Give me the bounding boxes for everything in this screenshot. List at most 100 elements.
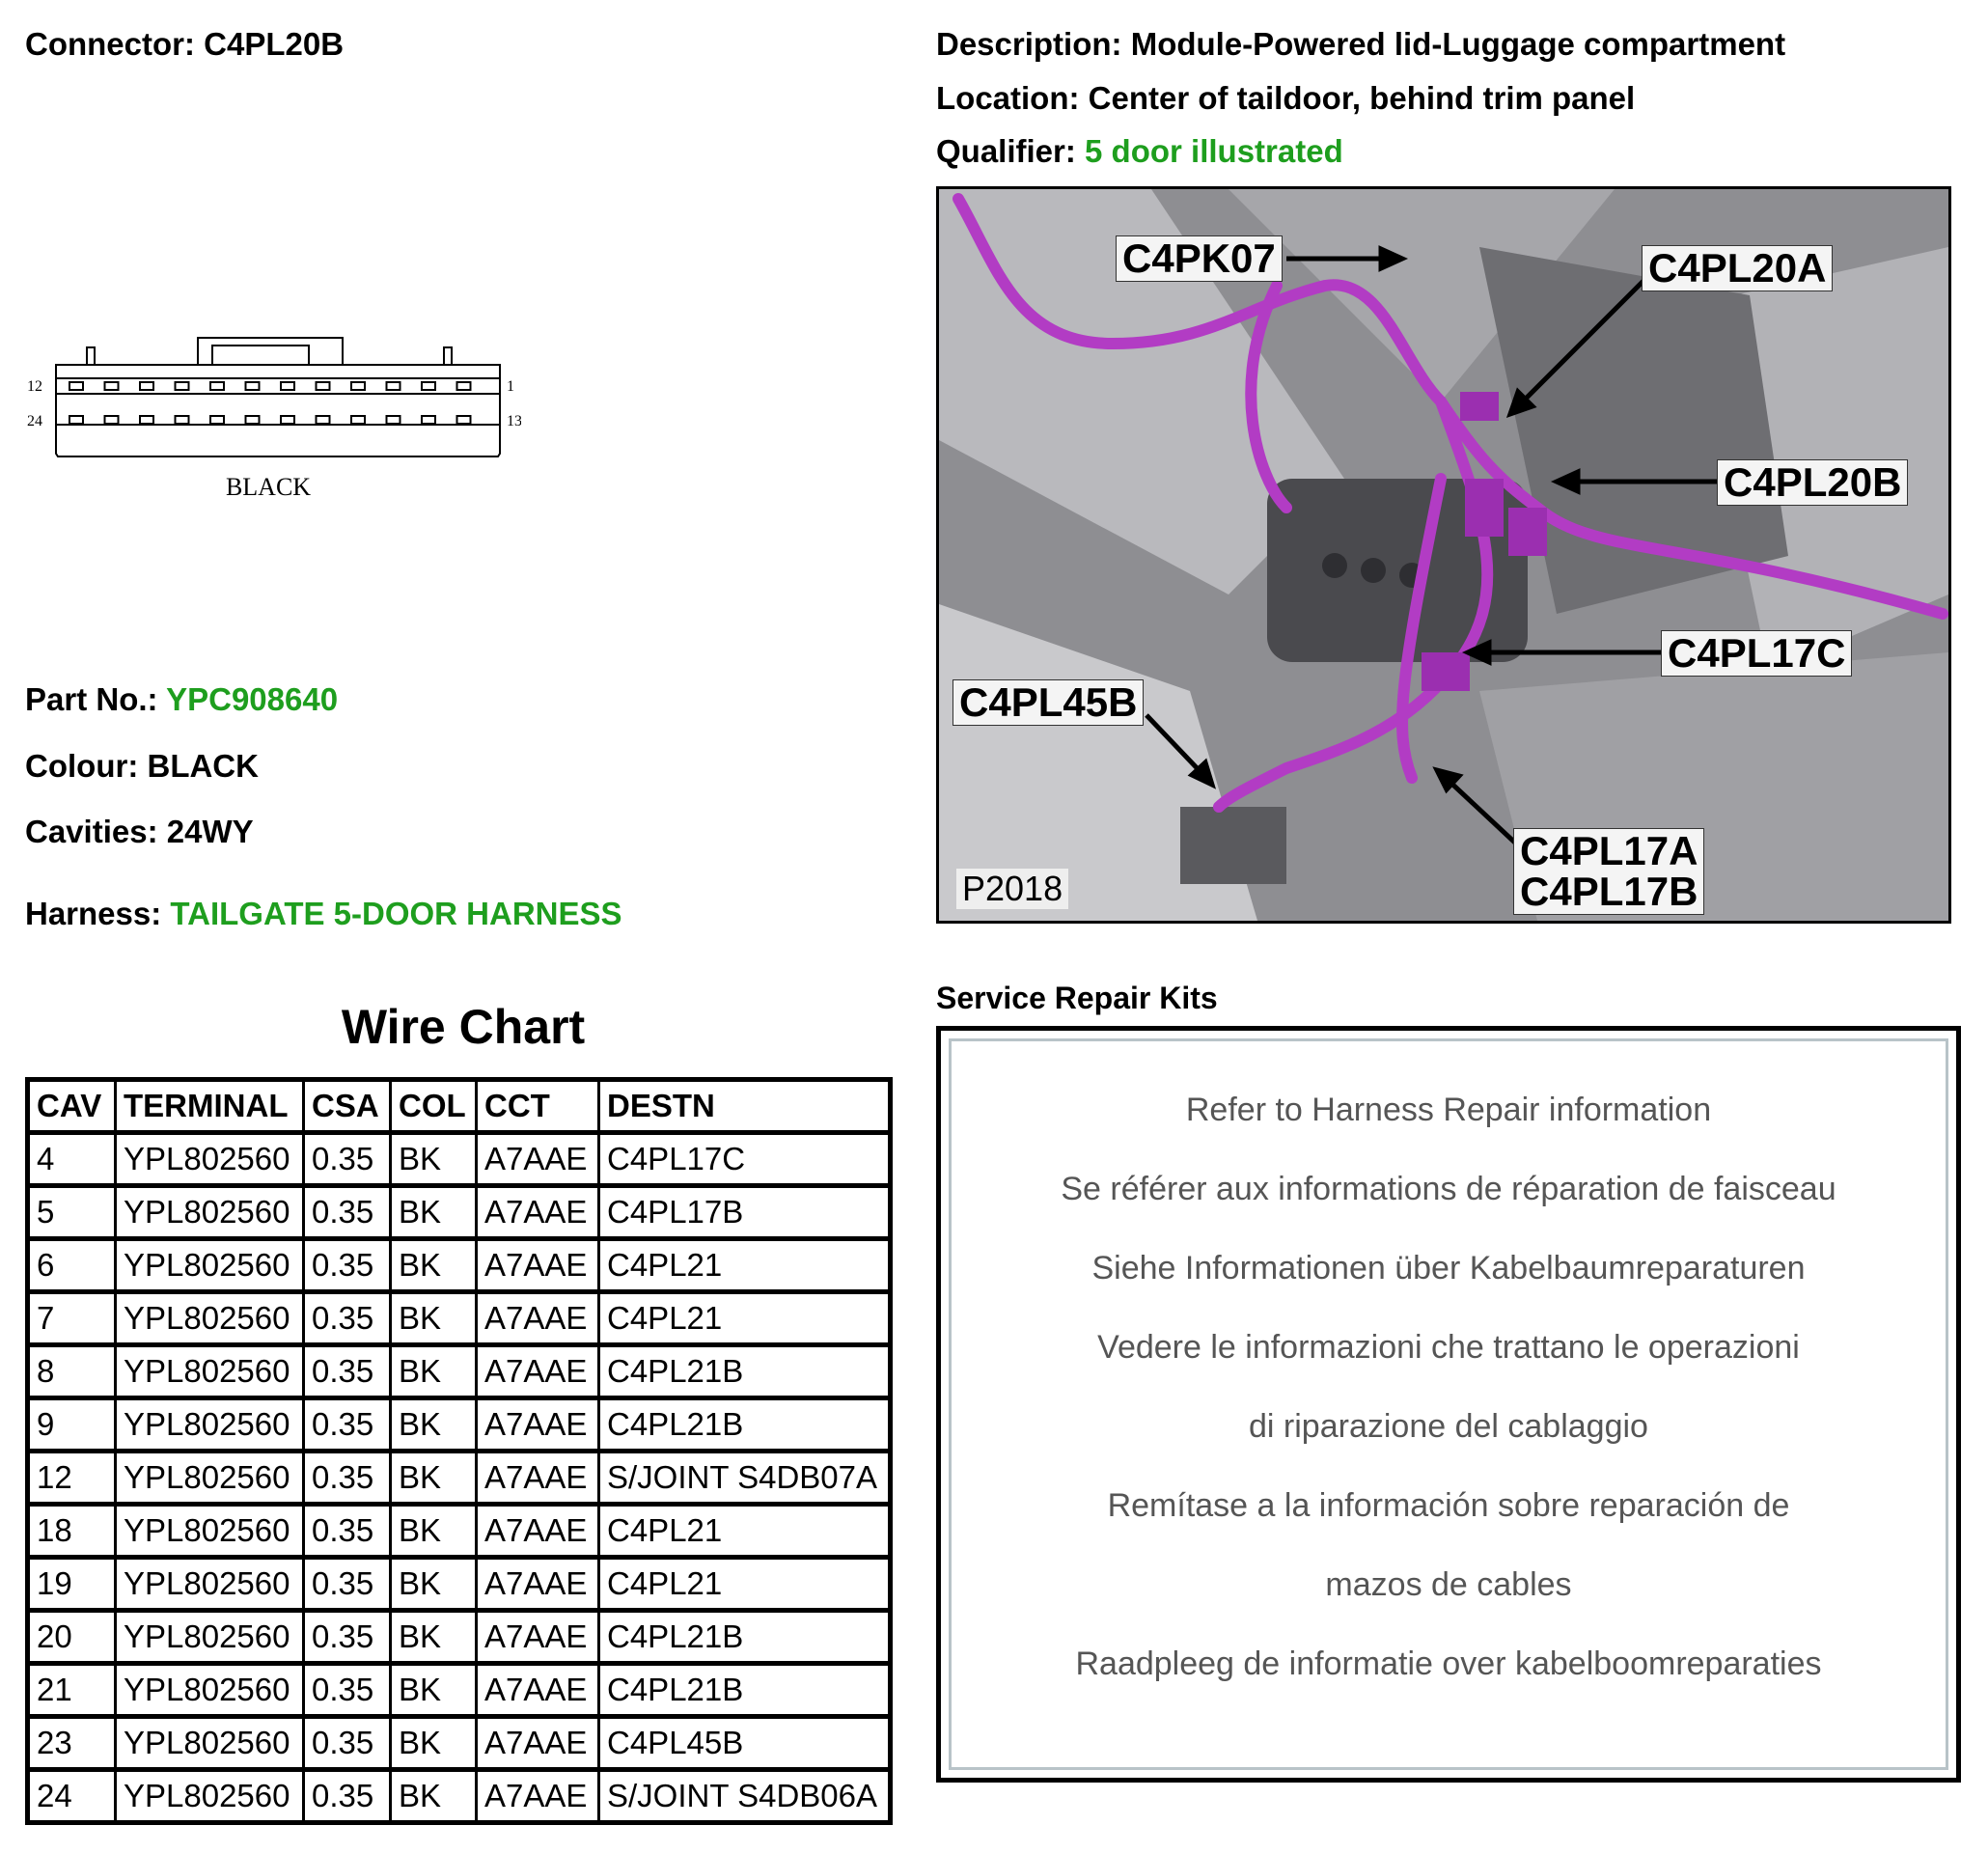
cell-cav: 8 [26,1343,117,1400]
pin-cavity [385,415,401,425]
qualifier-label: Qualifier: 5 door illustrated [936,133,1343,170]
location-photo: C4PK07 C4PL20A C4PL20B C4PL17C C4PL45B C… [936,186,1951,924]
cavities-key: Cavities: [25,814,158,849]
cell-terminal: YPL802560 [114,1131,305,1188]
cell-destn: C4PL17B [597,1184,892,1241]
pin-cavity [315,415,331,425]
cell-terminal: YPL802560 [114,1450,305,1507]
cell-terminal: YPL802560 [114,1290,305,1347]
kit-line: di riparazione del cablaggio [1249,1408,1648,1445]
cell-cct: A7AAE [475,1715,600,1772]
pin-cavity [103,415,120,425]
callout-c4pl20b: C4PL20B [1717,459,1909,506]
cavities-value: 24WY [166,814,254,849]
cell-col: BK [389,1290,478,1347]
cell-csa: 0.35 [302,1290,392,1347]
callout-c4pk07: C4PK07 [1116,235,1283,282]
cell-cct: A7AAE [475,1768,600,1825]
cell-cct: A7AAE [475,1503,600,1560]
cell-csa: 0.35 [302,1237,392,1294]
cell-csa: 0.35 [302,1609,392,1666]
cell-destn: C4PL21 [597,1503,892,1560]
cell-cav: 24 [26,1768,117,1825]
cell-col: BK [389,1184,478,1241]
cell-destn: C4PL45B [597,1715,892,1772]
pin-cavity [456,381,472,391]
wire-chart-header-row: CAV TERMINAL CSA COL CCT DESTN [26,1078,892,1135]
cell-col: BK [389,1450,478,1507]
header-csa: CSA [302,1078,392,1135]
colour-key: Colour: [25,748,139,784]
pin-cavity [421,415,436,425]
pin-cavity [103,381,120,391]
cell-col: BK [389,1503,478,1560]
cell-destn: C4PL21 [597,1556,892,1613]
colour-label: Colour: BLACK [25,748,259,785]
description-key: Description: [936,26,1122,62]
cell-terminal: YPL802560 [114,1503,305,1560]
header-cct: CCT [475,1078,600,1135]
cell-cct: A7AAE [475,1237,600,1294]
cell-col: BK [389,1715,478,1772]
cell-destn: C4PL21 [597,1290,892,1347]
cell-terminal: YPL802560 [114,1237,305,1294]
cell-cct: A7AAE [475,1290,600,1347]
cell-destn: C4PL17C [597,1131,892,1188]
cell-cav: 18 [26,1503,117,1560]
cell-destn: C4PL21B [597,1343,892,1400]
cell-cct: A7AAE [475,1184,600,1241]
cell-terminal: YPL802560 [114,1343,305,1400]
qualifier-key: Qualifier: [936,133,1076,169]
cell-csa: 0.35 [302,1503,392,1560]
cell-cct: A7AAE [475,1397,600,1453]
pin-cavity [244,415,261,425]
cell-cav: 20 [26,1609,117,1666]
cell-col: BK [389,1343,478,1400]
cell-terminal: YPL802560 [114,1556,305,1613]
connector-color-label: BLACK [226,473,311,501]
cell-cav: 5 [26,1184,117,1241]
pin-cavity [315,381,331,391]
cell-cav: 7 [26,1290,117,1347]
cell-csa: 0.35 [302,1450,392,1507]
pin-label-12: 12 [27,378,42,395]
cell-col: BK [389,1131,478,1188]
pin-label-13: 13 [507,413,521,429]
connector-label: Connector: C4PL20B [25,26,344,63]
cell-cct: A7AAE [475,1556,600,1613]
cell-cav: 9 [26,1397,117,1453]
location-key: Location: [936,80,1080,116]
cell-cct: A7AAE [475,1131,600,1188]
qualifier-value: 5 door illustrated [1085,133,1343,169]
description-label: Description: Module-Powered lid-Luggage … [936,26,1785,63]
pin-cavity [385,381,401,391]
callout-c4pl20a: C4PL20A [1642,245,1834,291]
cell-csa: 0.35 [302,1768,392,1825]
cell-destn: C4PL21 [597,1237,892,1294]
cell-cct: A7AAE [475,1609,600,1666]
header-cav: CAV [26,1078,117,1135]
cell-destn: S/JOINT S4DB06A [597,1768,892,1825]
cell-col: BK [389,1397,478,1453]
pin-cavity [209,381,225,391]
service-repair-kits-box: Refer to Harness Repair information Se r… [936,1026,1961,1783]
pin-cavity [350,381,366,391]
pin-cavity [421,381,436,391]
photo-reference: P2018 [956,869,1069,909]
photo-illustration [939,189,1948,921]
cell-cct: A7AAE [475,1450,600,1507]
connector-face-diagram: 12 24 1 13 BLACK [27,337,521,501]
pin-cavity [280,415,295,425]
cell-csa: 0.35 [302,1556,392,1613]
cell-csa: 0.35 [302,1184,392,1241]
cell-destn: C4PL21B [597,1397,892,1453]
cell-csa: 0.35 [302,1131,392,1188]
